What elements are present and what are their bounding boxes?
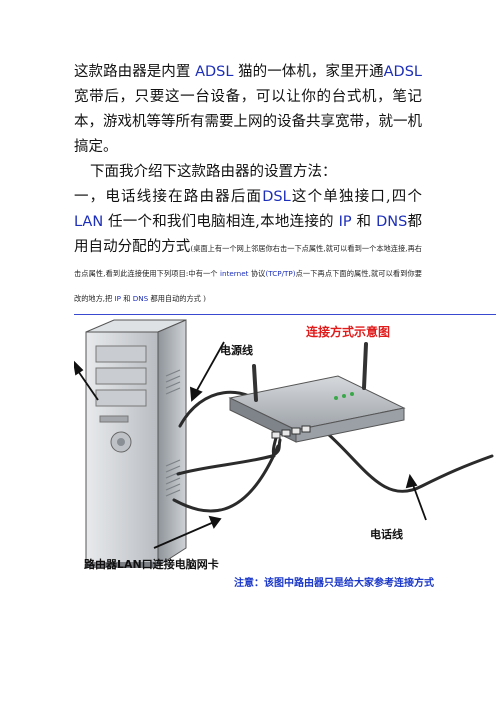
article-text: 这款路由器是内置 ADSL 猫的一体机，家里开通ADSL 宽带后，只要这一台设备，… (74, 60, 422, 310)
internet-term: internet (220, 269, 249, 278)
intro-paragraph: 这款路由器是内置 ADSL 猫的一体机，家里开通ADSL 宽带后，只要这一台设备，… (74, 60, 422, 160)
intro-text-1: 这款路由器是内置 (74, 64, 196, 80)
step1-paragraph: 一，电话线接在路由器后面DSL这个单独接口,四个 LAN 任一个和我们电脑相连,本… (74, 185, 422, 310)
dsl-term: DSL (262, 189, 291, 205)
intro-text-2: 猫的一体机，家里开通 (233, 64, 384, 80)
step1-text-e: 都用自动分配的方式 (74, 214, 423, 255)
lan-term: LAN (74, 214, 104, 230)
step1-text-a: 一，电话线接在路由器后面 (74, 189, 263, 205)
computer-tower-icon (85, 319, 187, 568)
diagram-note: 注意：该图中路由器只是给大家参考连接方式 (234, 578, 434, 589)
step1-text-c: 任一个和我们电脑相连,本地连接的 (103, 214, 339, 230)
ip-term: IP (338, 214, 352, 230)
adsl-term: ADSL (195, 64, 234, 80)
router-icon (228, 342, 406, 443)
step1-text-d: 和 (351, 214, 377, 230)
dns-term: DNS (376, 214, 408, 230)
diagram-title: 连接方式示意图 (306, 324, 390, 339)
method-intro: 下面我介绍下这款路由器的设置方法： (90, 164, 337, 180)
step1-text-b: 这个单独接口,四个 (290, 189, 422, 205)
diagram-top-rule (74, 314, 496, 315)
intro-text-3: 宽带后，只要这一台设备，可以让你的台式机，笔记本，游戏机等等所有需要上网的设备共… (74, 89, 422, 155)
power-cable-label: 电源线 (220, 343, 253, 357)
tcp-term: (TCP/TP) (265, 269, 296, 278)
phone-cable-label: 电话线 (370, 527, 403, 541)
adsl-term-2: ADSL (383, 64, 423, 80)
step1-note: (桌面上有一个网上邻居你右击一下点属性,就可以看到一个本地连接,再右击点属性,看… (74, 244, 422, 303)
connection-diagram: 连接方式示意图 电源线 电话线 路由器LAN口连接电脑网卡 (74, 319, 494, 571)
lan-cable-label: 路由器LAN口连接电脑网卡 (84, 557, 219, 571)
pointer-arrows (74, 341, 427, 549)
